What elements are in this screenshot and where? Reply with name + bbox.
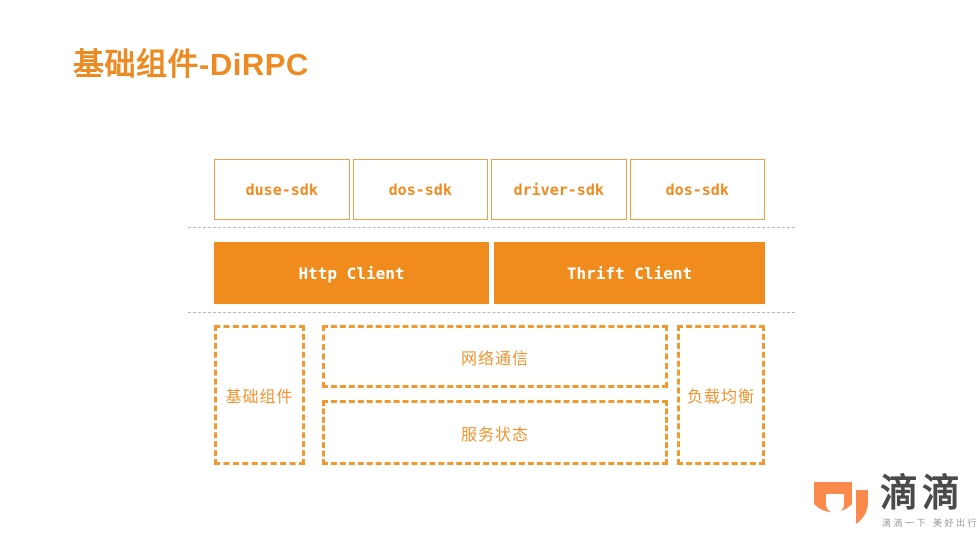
component-box-label: 网络通信 [460, 350, 529, 368]
didi-d-mark-icon [814, 482, 868, 524]
sdk-box-label: duse-sdk [245, 180, 318, 199]
sdk-box-dos-1[interactable]: dos-sdk [352, 159, 488, 220]
sdk-box-dos-2[interactable]: dos-sdk [629, 159, 765, 220]
sdk-box-label: driver-sdk [513, 180, 604, 199]
component-box-label: 服务状态 [460, 426, 529, 444]
component-box-label: 负载均衡 [686, 389, 755, 406]
sdk-box-duse[interactable]: duse-sdk [214, 159, 350, 220]
sdk-box-label: dos-sdk [665, 180, 729, 199]
client-box-http[interactable]: Http Client [214, 242, 489, 304]
component-layer-row: 基础组件 网络通信 服务状态 负载均衡 [214, 325, 765, 465]
sdk-box-label: dos-sdk [388, 180, 452, 199]
sdk-layer-row: duse-sdk dos-sdk driver-sdk dos-sdk [214, 159, 765, 220]
component-box-service-status[interactable]: 服务状态 [322, 400, 668, 465]
layer-separator-lower [188, 312, 795, 313]
component-box-load-balance[interactable]: 负载均衡 [677, 325, 765, 465]
client-box-label: Thrift Client [566, 263, 693, 283]
client-layer-row: Http Client Thrift Client [214, 242, 765, 304]
didi-tagline: 滴滴一下 美好出行 [882, 518, 977, 528]
client-box-label: Http Client [298, 263, 405, 283]
component-box-label: 基础组件 [225, 389, 294, 406]
layer-separator-upper [188, 227, 795, 228]
component-box-base[interactable]: 基础组件 [214, 325, 305, 465]
didi-wordmark: 滴滴 [880, 473, 965, 515]
component-box-network[interactable]: 网络通信 [322, 325, 668, 388]
sdk-box-driver[interactable]: driver-sdk [491, 159, 627, 220]
didi-logo: 滴滴 滴滴一下 美好出行 [812, 470, 977, 536]
client-box-thrift[interactable]: Thrift Client [494, 242, 765, 304]
page-title: 基础组件-DiRPC [73, 47, 309, 82]
